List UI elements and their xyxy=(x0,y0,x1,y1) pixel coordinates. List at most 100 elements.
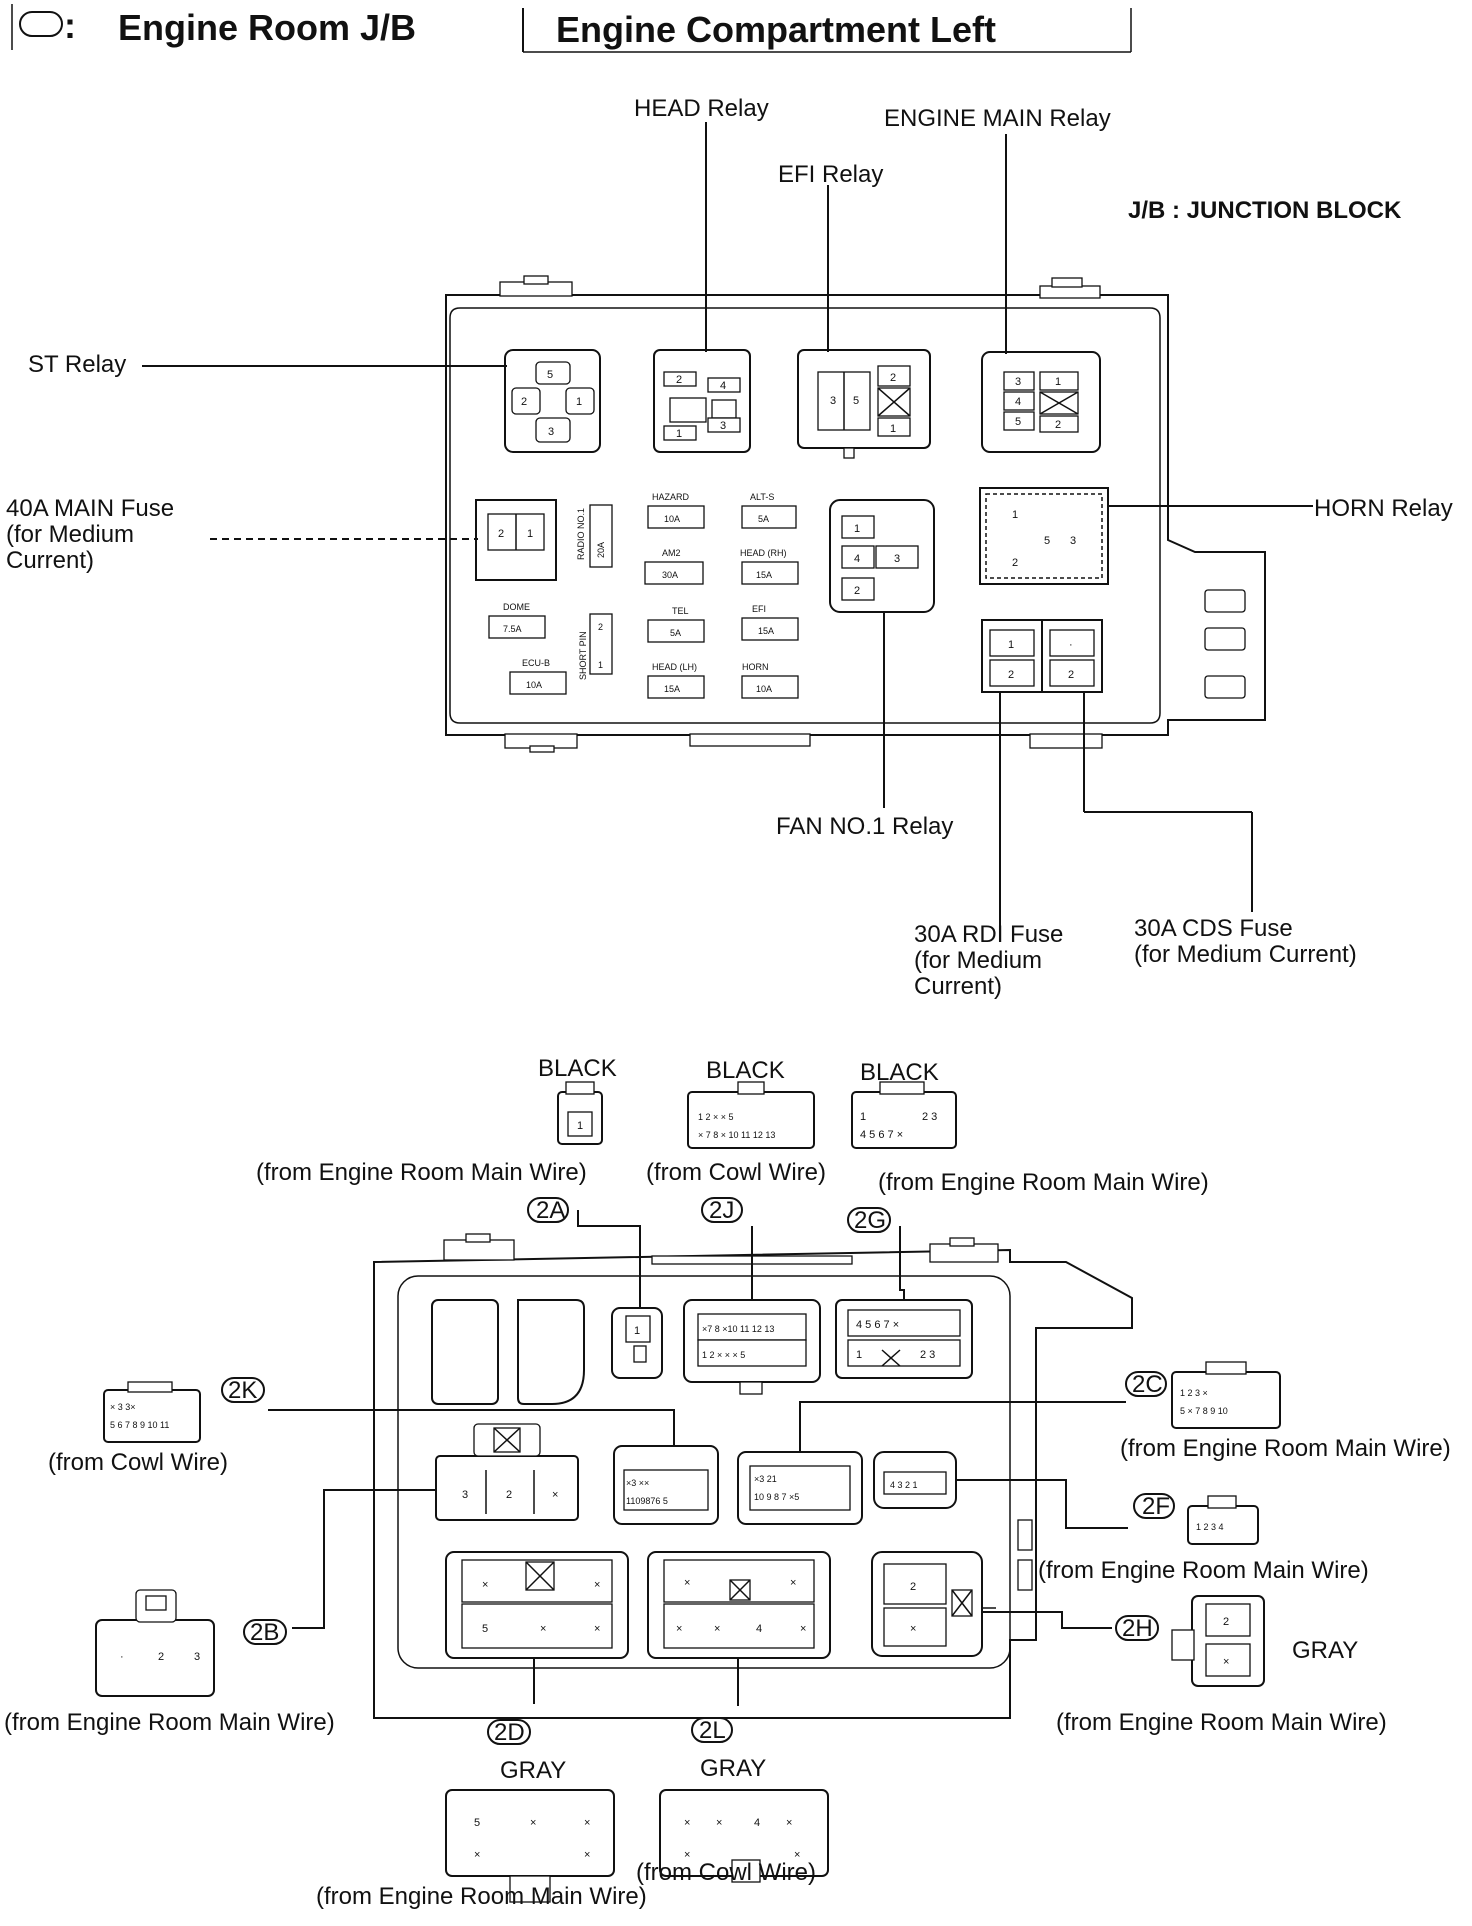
svg-text:×: × xyxy=(676,1623,682,1635)
svg-text:3: 3 xyxy=(720,420,726,432)
svg-text:3: 3 xyxy=(194,1651,200,1663)
page-subtitle: Engine Compartment Left xyxy=(556,9,996,50)
connector-symbol-icon xyxy=(19,11,63,37)
svg-text:×: × xyxy=(684,1817,690,1829)
code-badge-2k: 2K xyxy=(221,1377,265,1404)
svg-text:1: 1 xyxy=(890,423,896,435)
fan-relay-label: FAN NO.1 Relay xyxy=(776,813,953,840)
svg-text:3: 3 xyxy=(1070,535,1076,547)
svg-text:·: · xyxy=(120,1651,124,1663)
jb-legend: J/B : JUNCTION BLOCK xyxy=(1128,197,1402,224)
connector-2h-source: (from Engine Room Main Wire) xyxy=(1056,1709,1387,1736)
connector-2k-source: (from Cowl Wire) xyxy=(48,1449,228,1476)
svg-text:2: 2 xyxy=(498,528,504,540)
svg-text:SHORT PIN: SHORT PIN xyxy=(578,631,588,680)
svg-text:2: 2 xyxy=(1008,669,1014,681)
connector-2a-color: BLACK xyxy=(538,1055,617,1082)
svg-text:1: 1 xyxy=(598,660,603,670)
svg-text:1: 1 xyxy=(856,1349,862,1361)
fuse-horn: HORN 10A xyxy=(741,662,799,699)
svg-text:2B: 2B xyxy=(250,1619,279,1646)
svg-text:3: 3 xyxy=(462,1489,468,1501)
svg-text:1: 1 xyxy=(860,1111,866,1123)
svg-text:×: × xyxy=(594,1579,600,1591)
connector-2j-color: BLACK xyxy=(706,1057,785,1084)
code-badge-2c: 2C xyxy=(1125,1371,1167,1398)
connector-2d-color: GRAY xyxy=(500,1757,566,1784)
svg-text:5: 5 xyxy=(474,1817,480,1829)
fuse-efi: EFI 15A xyxy=(741,604,799,641)
main-fuse-label-3: Current) xyxy=(6,547,94,574)
svg-text:10A: 10A xyxy=(664,514,680,524)
svg-text:3: 3 xyxy=(1015,376,1021,388)
svg-text:×7 8 ×10 11 12 13: ×7 8 ×10 11 12 13 xyxy=(702,1324,774,1334)
connector-2k: × 3 3× 5 6 7 8 9 10 11 xyxy=(103,1381,201,1443)
svg-text:3: 3 xyxy=(894,553,900,565)
svg-text:30A: 30A xyxy=(662,570,678,580)
fuse-head-rh: HEAD (RH) 15A xyxy=(740,548,799,585)
svg-text:1109876 5: 1109876 5 xyxy=(626,1496,668,1506)
svg-text:×: × xyxy=(530,1817,536,1829)
horn-relay xyxy=(985,493,1103,579)
svg-text:15A: 15A xyxy=(756,570,772,580)
main-fuse-label-2: (for Medium xyxy=(6,521,134,548)
svg-text:2: 2 xyxy=(1068,669,1074,681)
svg-text:×: × xyxy=(594,1623,600,1635)
svg-text:10A: 10A xyxy=(756,684,772,694)
svg-text:4 5 6 7 ×: 4 5 6 7 × xyxy=(860,1129,903,1141)
svg-text:AM2: AM2 xyxy=(662,548,681,558)
fuse-dome: DOME 7.5A xyxy=(488,602,546,639)
engine-main-relay-label: ENGINE MAIN Relay xyxy=(884,105,1111,132)
svg-text:EFI: EFI xyxy=(752,604,766,614)
svg-text:2: 2 xyxy=(1223,1616,1229,1628)
svg-text:2H: 2H xyxy=(1122,1615,1153,1642)
header-colon: : xyxy=(64,5,76,46)
svg-text:2L: 2L xyxy=(699,1717,726,1744)
svg-text:·: · xyxy=(1069,639,1073,651)
svg-text:2: 2 xyxy=(854,585,860,597)
connector-2l: ××4× ×× xyxy=(659,1789,829,1883)
connector-2h-color: GRAY xyxy=(1292,1637,1358,1664)
svg-text:HEAD (RH): HEAD (RH) xyxy=(740,548,787,558)
svg-text:TEL: TEL xyxy=(672,606,689,616)
svg-text:×: × xyxy=(684,1577,690,1589)
svg-text:×3 21: ×3 21 xyxy=(754,1474,777,1484)
svg-text:×: × xyxy=(714,1623,720,1635)
connector-2a: 1 xyxy=(557,1081,603,1145)
connector-2l-source: (from Cowl Wire) xyxy=(636,1859,816,1886)
connector-2l-color: GRAY xyxy=(700,1755,766,1782)
svg-text:2A: 2A xyxy=(536,1197,565,1224)
cds-fuse-label-2: (for Medium Current) xyxy=(1134,941,1357,968)
svg-text:×: × xyxy=(552,1489,558,1501)
svg-text:4 5 6 7 ×: 4 5 6 7 × xyxy=(856,1319,899,1331)
junction-block-bottom: 1 ×7 8 ×10 11 12 13 1 2 × × × 5 4 5 6 7 … xyxy=(373,1233,1133,1719)
code-badge-2j: 2J xyxy=(701,1197,743,1224)
svg-text:5: 5 xyxy=(1015,416,1021,428)
svg-text:1: 1 xyxy=(676,428,682,440)
head-relay-label: HEAD Relay xyxy=(634,95,769,122)
svg-text:2: 2 xyxy=(158,1651,164,1663)
svg-text:2K: 2K xyxy=(228,1377,257,1404)
connector-2j-source: (from Cowl Wire) xyxy=(646,1159,826,1186)
svg-text:1: 1 xyxy=(576,396,582,408)
connector-2b: · 2 3 xyxy=(95,1589,215,1697)
svg-text:2 3: 2 3 xyxy=(920,1349,935,1361)
st-relay xyxy=(504,349,601,453)
svg-text:15A: 15A xyxy=(664,684,680,694)
svg-text:2: 2 xyxy=(1055,419,1061,431)
fuse-radio-label: RADIO NO.1 xyxy=(576,508,586,560)
svg-text:×: × xyxy=(794,1849,800,1861)
rdi-fuse-label-3: Current) xyxy=(914,973,1002,1000)
connector-2c-source: (from Engine Room Main Wire) xyxy=(1120,1435,1451,1462)
svg-text:2: 2 xyxy=(598,622,603,632)
svg-text:×: × xyxy=(584,1817,590,1829)
code-badge-2g: 2G xyxy=(847,1207,891,1234)
fuse-hazard: HAZARD 10A xyxy=(647,492,705,529)
svg-text:1 2 3 ×: 1 2 3 × xyxy=(1180,1388,1208,1398)
code-badge-2a: 2A xyxy=(527,1197,569,1224)
svg-text:× 3 3×: × 3 3× xyxy=(110,1402,136,1412)
svg-text:2C: 2C xyxy=(1132,1371,1163,1398)
rdi-fuse-label-1: 30A RDI Fuse xyxy=(914,921,1063,948)
svg-text:3: 3 xyxy=(548,426,554,438)
svg-text:2: 2 xyxy=(676,374,682,386)
